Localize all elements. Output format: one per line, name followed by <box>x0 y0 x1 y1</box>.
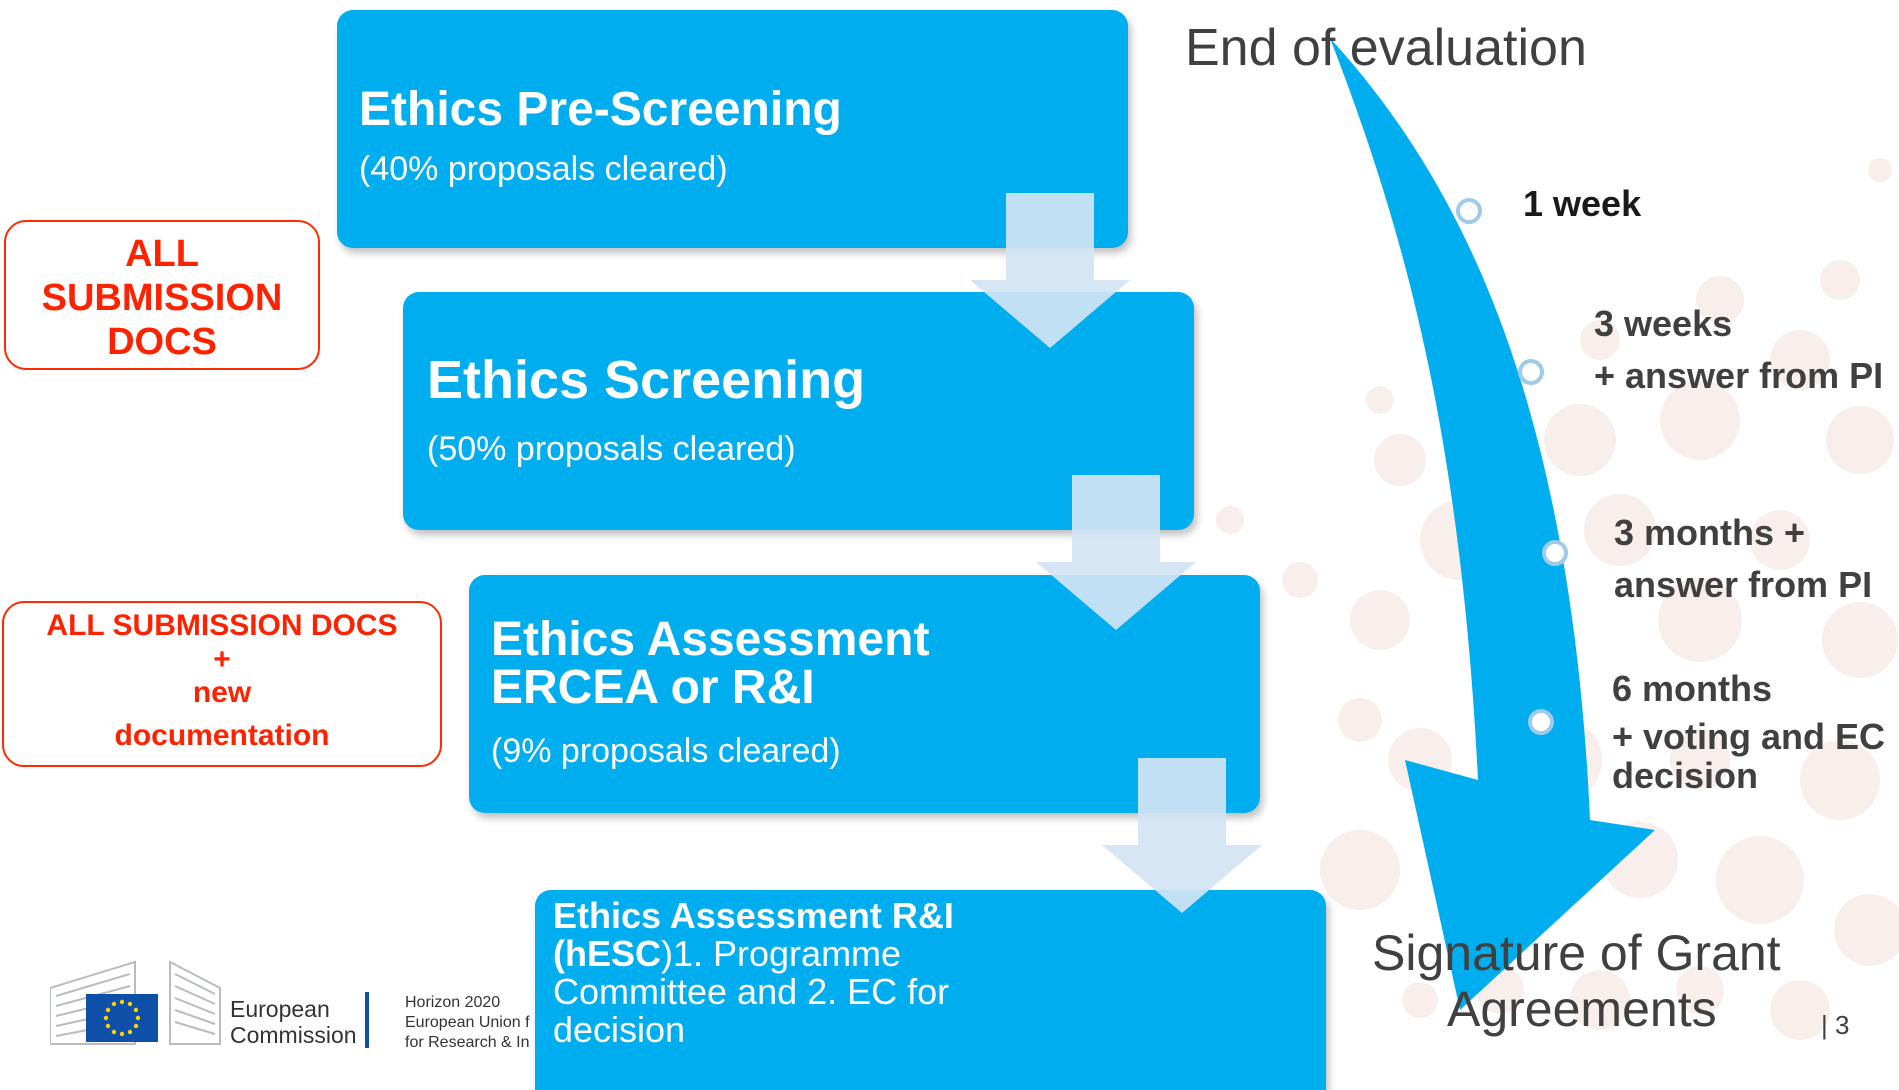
logo-separator <box>365 992 369 1048</box>
side-note-line: new <box>192 676 252 709</box>
box-title-line2: ERCEA or R&I <box>491 661 815 714</box>
timeline-curved-arrow <box>1330 38 1655 1010</box>
step-line: answer from PI <box>1614 564 1873 605</box>
step-line: 1 week <box>1523 183 1642 224</box>
timeline-dot-4 <box>1528 709 1554 735</box>
program-line2: European Union f <box>405 1014 530 1031</box>
ec-name-line2: Commission <box>230 1022 357 1048</box>
side-note-line: ALL SUBMISSION DOCS <box>46 609 398 642</box>
timeline-dot-3 <box>1542 540 1568 566</box>
down-arrow-1 <box>970 193 1130 348</box>
timeline-end-label-line1: Signature of Grant <box>1372 925 1781 981</box>
timeline-dot-2 <box>1518 359 1544 385</box>
program-line3: for Research & In <box>405 1034 530 1051</box>
side-note-line: DOCS <box>107 321 217 363</box>
ec-name-line1: European <box>230 996 330 1022</box>
step-line: + answer from PI <box>1594 355 1884 396</box>
step-line: decision <box>1612 755 1759 796</box>
down-arrows <box>970 193 1262 913</box>
timeline-end-label-line2: Agreements <box>1447 981 1717 1037</box>
box4-bold2: (hESC <box>553 933 661 974</box>
box-title: Ethics Pre-Screening <box>359 83 842 136</box>
ec-building-icon <box>50 960 221 1045</box>
page-number: | 3 <box>1821 1010 1850 1040</box>
down-arrow-2 <box>1036 475 1196 630</box>
side-note-line: + <box>213 643 231 676</box>
box-subtitle: (9% proposals cleared) <box>491 732 841 770</box>
step-line: 3 months + <box>1614 512 1806 553</box>
box-ethics-pre-screening: Ethics Pre-Screening (40% proposals clea… <box>337 10 1128 248</box>
side-note-line: ALL <box>125 233 199 275</box>
timeline-dot-1 <box>1456 198 1482 224</box>
side-note-line: SUBMISSION <box>41 277 283 319</box>
step-line: 3 weeks <box>1594 303 1733 344</box>
box4-line1: Ethics Assessment R&I <box>553 895 954 936</box>
box-title: Ethics Screening <box>427 350 866 410</box>
box-title-line1: Ethics Assessment <box>491 613 930 666</box>
step-line: + voting and EC <box>1612 716 1886 757</box>
side-note-line: documentation <box>114 719 330 752</box>
timeline-step-4: 6 months + voting and EC decision <box>1612 666 1885 796</box>
down-arrow-3 <box>1102 758 1262 913</box>
box4-line2: (hESC)1. Programme <box>553 934 901 974</box>
step-line: 6 months <box>1612 668 1773 709</box>
timeline-step-3: 3 months + answer from PI <box>1614 507 1872 611</box>
box-subtitle: (50% proposals cleared) <box>427 430 796 468</box>
timeline-step-2: 3 weeks + answer from PI <box>1594 298 1883 402</box>
timeline-step-1: 1 week <box>1523 178 1641 230</box>
box4-rest2: )1. Programme <box>661 933 902 974</box>
european-commission-logo: European Commission Horizon 2020 Europea… <box>50 958 530 1058</box>
side-note-new-documentation: ALL SUBMISSION DOCS + new documentation <box>2 601 442 767</box>
curved-arrow-body <box>1330 38 1655 1010</box>
box4-line3: Committee and 2. EC for <box>553 971 950 1012</box>
program-line1: Horizon 2020 <box>405 994 501 1011</box>
timeline-start-label: End of evaluation <box>1185 19 1587 77</box>
box-ethics-assessment-hesc: Ethics Assessment R&I (hESC)1. Programme… <box>535 890 1326 1090</box>
side-note-all-submission-docs: ALL SUBMISSION DOCS <box>4 220 320 370</box>
box-subtitle: (40% proposals cleared) <box>359 150 728 188</box>
box4-line4: decision <box>553 1009 686 1050</box>
